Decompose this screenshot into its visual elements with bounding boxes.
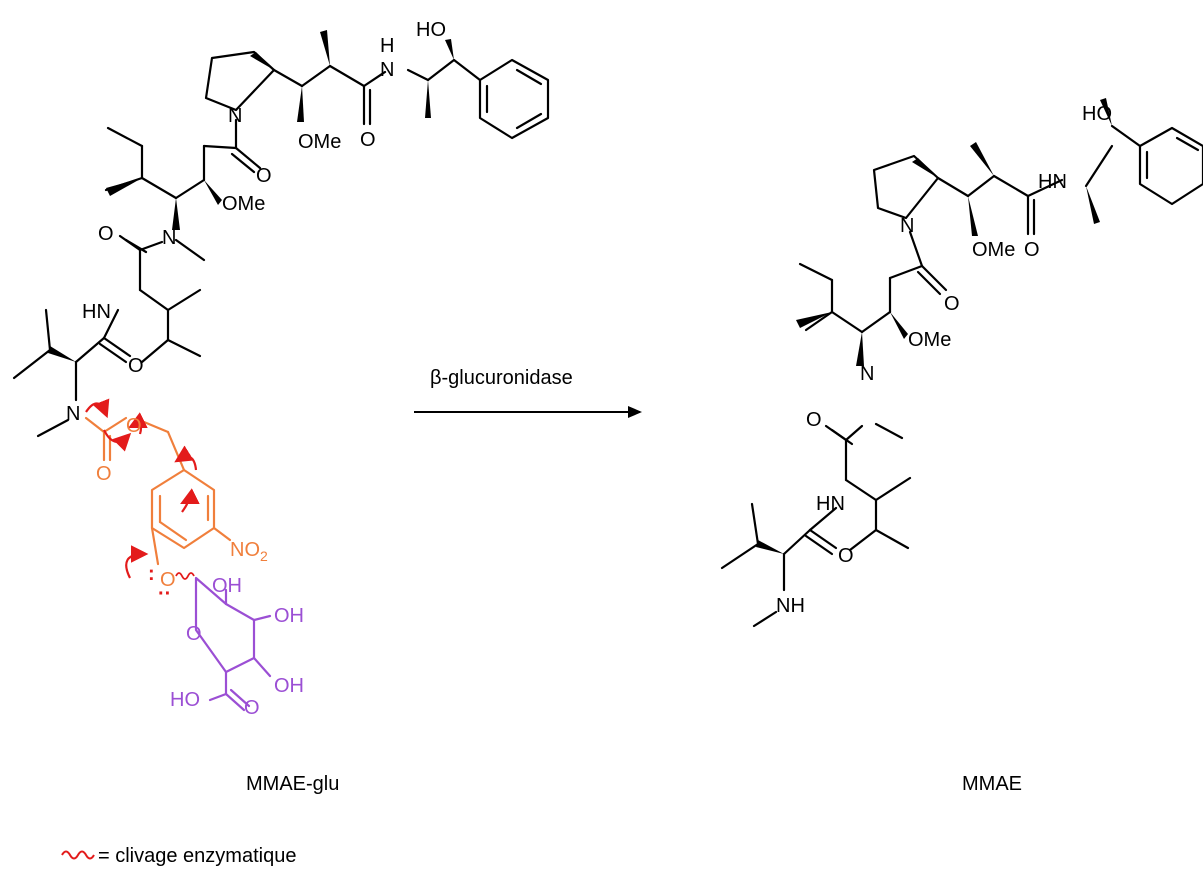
- wavy-bond-icon: [61, 850, 95, 860]
- left-o-carbonyl-3: O: [98, 223, 114, 245]
- right-phenyl-ring: [1138, 126, 1203, 206]
- right-ome-1: OMe: [972, 239, 1015, 261]
- left-oh-3: OH: [274, 675, 304, 697]
- left-o-carbonyl-4: O: [128, 355, 144, 377]
- right-n-pro: N: [900, 215, 914, 237]
- nitrobenzyl-ring: [150, 468, 216, 550]
- left-hn-1: HN: [82, 301, 111, 323]
- left-o-carbonyl-2: O: [256, 165, 272, 187]
- left-n-carbamate: N: [66, 403, 80, 425]
- left-o-carbonyl-1: O: [360, 129, 376, 151]
- left-oh-1: OH: [212, 575, 242, 597]
- right-o-carbonyl-1: O: [1024, 239, 1040, 261]
- left-n-pro: N: [228, 105, 242, 127]
- right-hn-1: HN: [816, 493, 845, 515]
- right-molecule: [720, 98, 1203, 628]
- left-n-methyl: N: [162, 227, 176, 249]
- left-oh-2: OH: [274, 605, 304, 627]
- left-o-ester: O: [126, 415, 142, 437]
- left-compound-name: MMAE-glu: [246, 773, 339, 795]
- right-o-carbonyl-4: O: [838, 545, 854, 567]
- legend-text: = clivage enzymatique: [98, 845, 296, 867]
- reaction-arrow: β-glucuronidase: [414, 367, 642, 418]
- mechanism-arrows: : ··: [85, 398, 200, 605]
- right-atom-labels: HO HN O N OMe O OMe N O HN O NH: [776, 103, 1112, 617]
- left-atom-labels: HO H N N O OMe O OMe N O HN O N O O NO2 …: [66, 19, 446, 719]
- phenyl-ring: [478, 58, 550, 140]
- right-o-carbonyl-3: O: [806, 409, 822, 431]
- right-pyrrolidine-ring: [872, 154, 940, 220]
- left-ho-top: HO: [416, 19, 446, 41]
- left-molecule: [12, 30, 550, 712]
- left-o-carbamate: O: [96, 463, 112, 485]
- right-nh-end: NH: [776, 595, 805, 617]
- reagent-label: β-glucuronidase: [430, 367, 573, 389]
- right-hn-top: HN: [1038, 171, 1067, 193]
- right-ho-top: HO: [1082, 103, 1112, 125]
- left-o-aryl: O: [160, 569, 176, 591]
- right-o-carbonyl-2: O: [944, 293, 960, 315]
- left-o-ring: O: [186, 623, 202, 645]
- right-ome-2: OMe: [908, 329, 951, 351]
- right-compound-name: MMAE: [962, 773, 1022, 795]
- left-nh-h: H: [380, 35, 394, 57]
- right-n-methyl: N: [860, 363, 874, 385]
- left-n-amide: N: [380, 59, 394, 81]
- left-no2: NO2: [230, 539, 268, 564]
- left-ho-acid: HO: [170, 689, 200, 711]
- svg-text::: :: [148, 563, 155, 585]
- legend: = clivage enzymatique: [61, 845, 296, 867]
- svg-text:··: ··: [158, 583, 171, 605]
- left-ome-1: OMe: [298, 131, 341, 153]
- left-o-acid: O: [244, 697, 260, 719]
- left-ome-2: OMe: [222, 193, 265, 215]
